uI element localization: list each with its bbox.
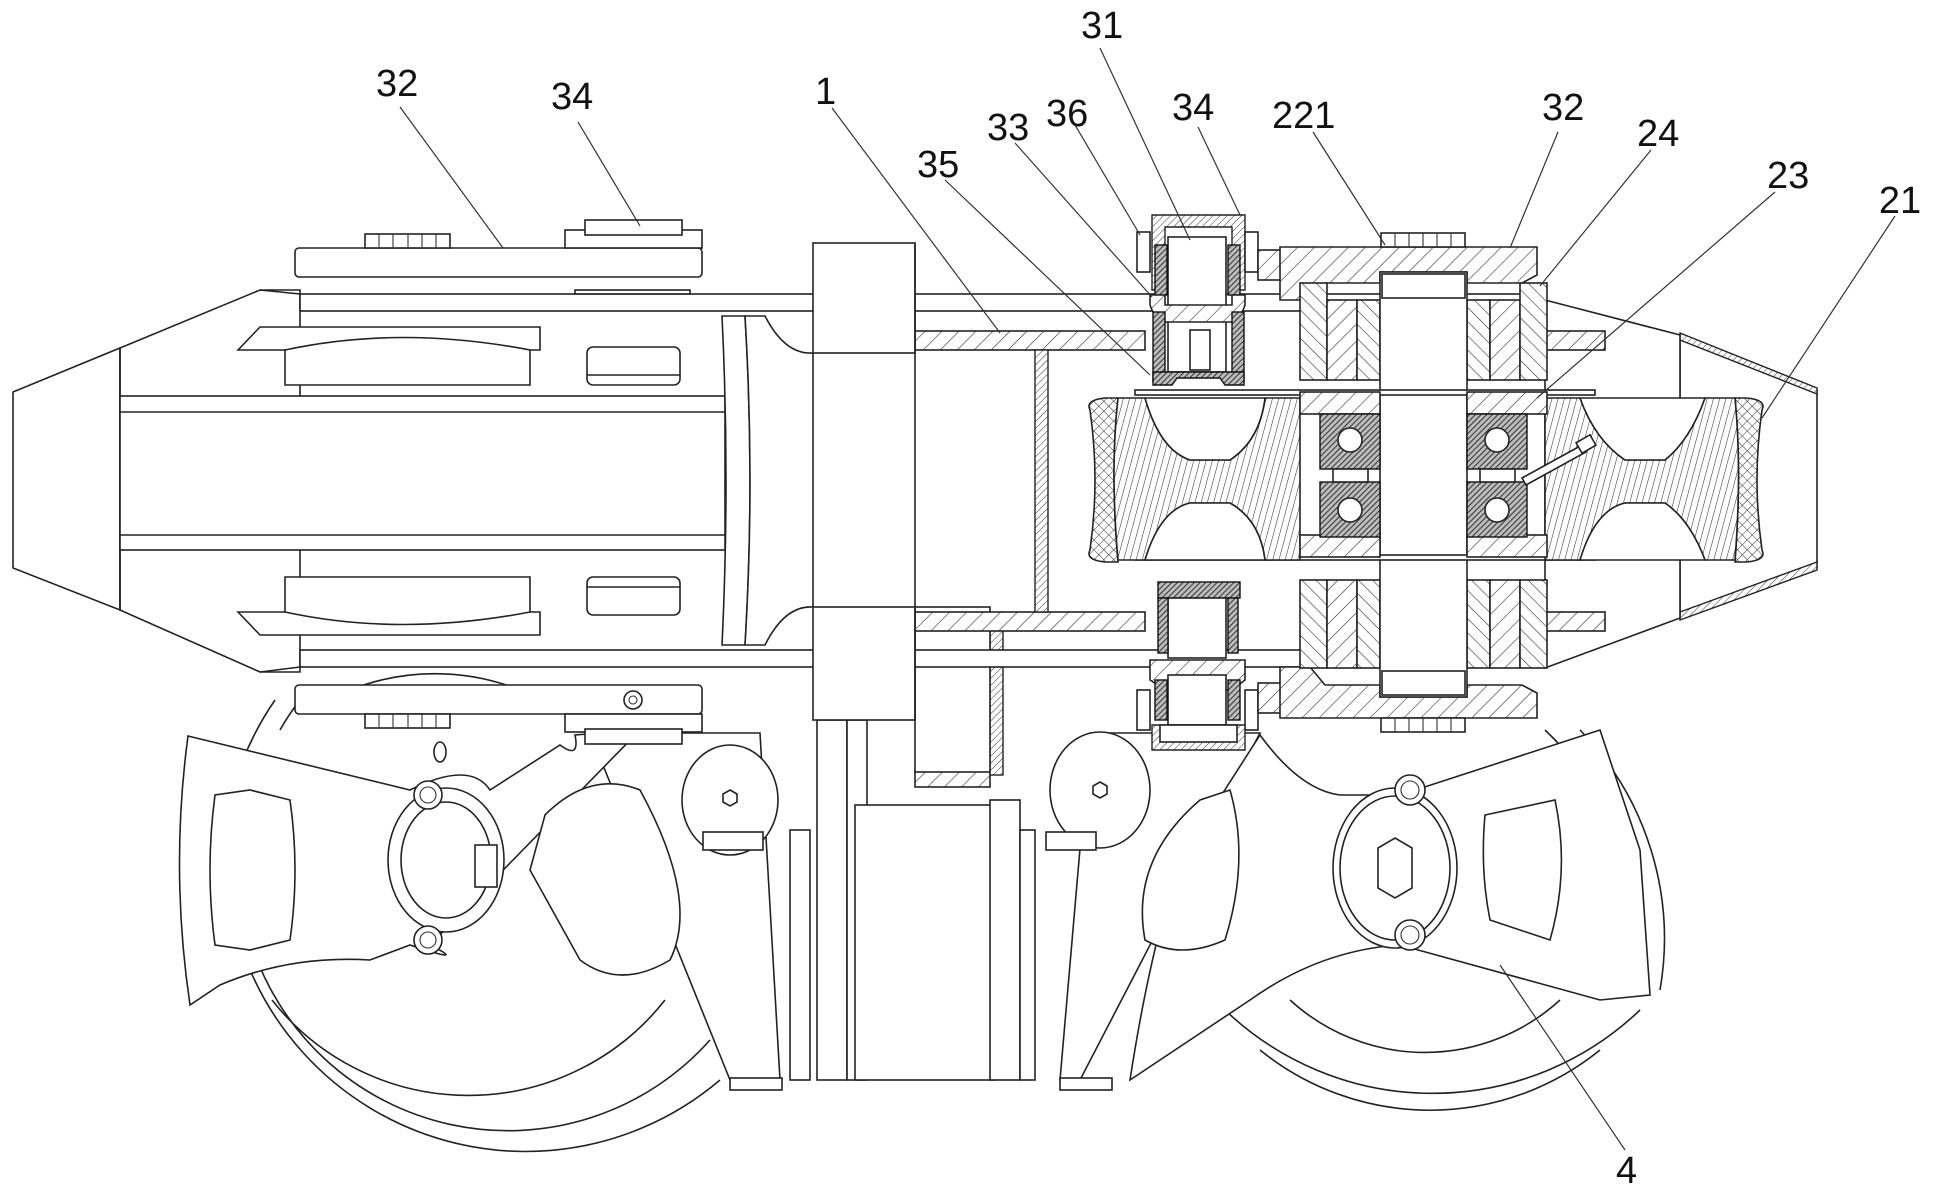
left-arm-lower	[236, 576, 703, 745]
guide-wheel-21	[1088, 389, 1764, 563]
label-31: 31	[1081, 5, 1123, 47]
left-arm-upper	[236, 219, 703, 386]
wheel-bearings	[1319, 413, 1528, 538]
callout-labels: 32 34 1 35 33 36 31 34 221 32 24 23 21 4	[376, 5, 1921, 1192]
label-4: 4	[1616, 1150, 1637, 1192]
swing-arm-right	[1128, 728, 1651, 1082]
grease-fitting-23	[1520, 433, 1598, 487]
pivot-assembly-lower	[1136, 581, 1259, 751]
frame-rail-1-hatched	[914, 330, 1606, 632]
cushion-block-left	[681, 744, 779, 856]
vertical-mount-blocks	[812, 242, 916, 721]
label-1: 1	[815, 71, 836, 113]
label-34-left: 34	[551, 76, 593, 118]
label-34-right: 34	[1172, 87, 1214, 129]
bearing-housings-24	[1299, 282, 1548, 669]
label-221: 221	[1272, 95, 1335, 137]
label-32-left: 32	[376, 63, 418, 105]
label-24: 24	[1637, 113, 1679, 155]
axle-shaft-221	[1379, 271, 1468, 698]
pivot-assembly-upper	[1136, 214, 1259, 386]
label-33: 33	[987, 107, 1029, 149]
label-21: 21	[1879, 180, 1921, 222]
swing-arm-left	[178, 729, 681, 1007]
label-23: 23	[1767, 155, 1809, 197]
label-35: 35	[917, 144, 959, 186]
cushion-block-right	[1045, 731, 1151, 851]
leader-lines	[399, 47, 1896, 1151]
central-channel	[119, 315, 814, 646]
label-32-right: 32	[1542, 87, 1584, 129]
label-36: 36	[1046, 93, 1088, 135]
